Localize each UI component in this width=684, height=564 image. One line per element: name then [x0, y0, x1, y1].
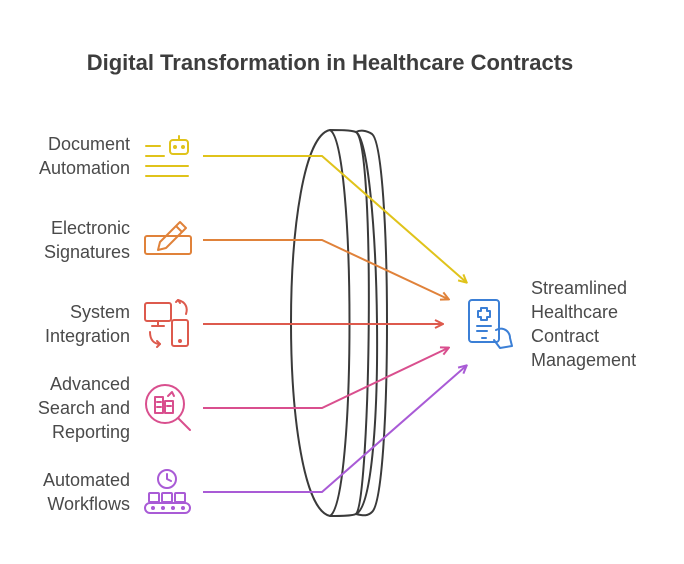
devices-sync-icon [144, 299, 189, 348]
arrow-automated-workflows [203, 366, 466, 493]
clock-conveyor-icon [144, 469, 191, 514]
output-label: Streamlined Healthcare Contract Manageme… [531, 278, 637, 370]
diagram-title: Digital Transformation in Healthcare Con… [86, 50, 574, 75]
medical-tablet-icon [468, 299, 513, 349]
input-label-advanced-search: Advanced Search and Reporting [37, 374, 130, 442]
arrow-document-automation [203, 155, 466, 282]
search-report-icon [145, 384, 191, 431]
input-label-automated-workflows: Automated Workflows [42, 470, 130, 514]
input-label-system-integration: System Integration [44, 302, 130, 346]
arrow-advanced-search [203, 348, 448, 409]
pen-signature-icon [144, 221, 192, 255]
robot-document-icon [145, 135, 189, 177]
input-label-document-automation: Document Automation [38, 134, 130, 178]
arrow-electronic-signatures [203, 239, 448, 299]
input-label-electronic-signatures: Electronic Signatures [43, 218, 130, 262]
